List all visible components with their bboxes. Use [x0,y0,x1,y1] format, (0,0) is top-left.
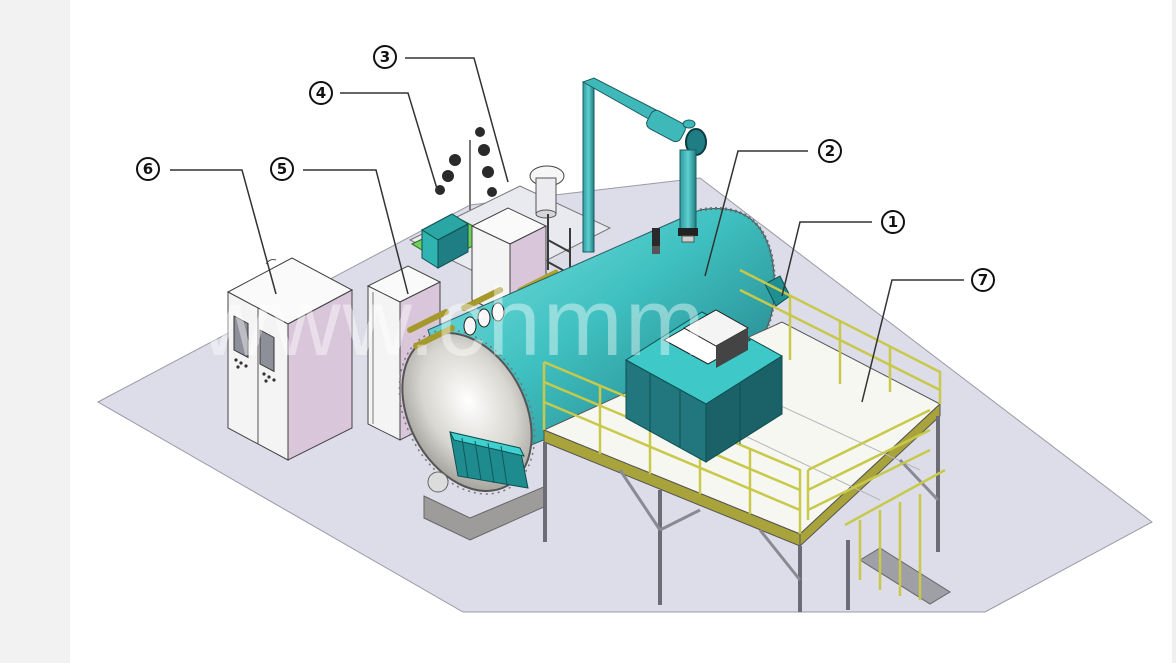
heater-box [625,309,783,463]
vent-pipe [581,77,707,254]
callout-3: 3 [373,45,397,69]
page-left-margin [0,0,70,663]
callout-1-label: 1 [888,213,898,231]
callout-leaders [170,57,964,403]
callout-2-label: 2 [825,142,835,160]
callout-5-label: 5 [277,160,287,178]
callout-7-label: 7 [978,271,988,289]
control-cabinet [226,257,354,461]
callout-5: 5 [270,157,294,181]
page-right-strip [1172,0,1176,663]
callout-4-label: 4 [316,84,326,102]
autoclave-vessel [398,207,777,541]
callout-6-label: 6 [143,160,153,178]
callout-6: 6 [136,157,160,181]
callout-4: 4 [309,81,333,105]
callout-1: 1 [881,210,905,234]
callout-3-label: 3 [380,48,390,66]
callout-7: 7 [971,268,995,292]
callout-2: 2 [818,139,842,163]
watermark-text: www.chmm [199,269,707,376]
